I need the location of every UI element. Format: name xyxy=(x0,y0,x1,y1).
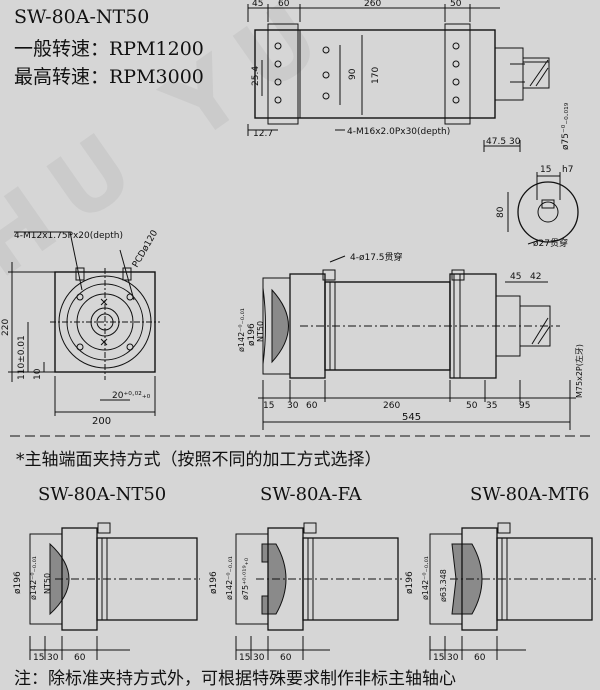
top-shaft-dia: ø75⁻⁰₋₀.₀₁₉ xyxy=(561,102,571,150)
mini3-d15: 15 xyxy=(433,653,444,663)
side-dim-45: 45 xyxy=(510,272,521,282)
top-dim-45: 45 xyxy=(252,0,263,9)
normal-speed: 一般转速：RPM1200 xyxy=(14,38,204,60)
top-dim-50: 50 xyxy=(450,0,462,9)
mini2-d30: 30 xyxy=(253,653,265,663)
end-dim-110: 110±0.01 xyxy=(17,335,27,380)
end-pcd: PCDø120 xyxy=(131,228,160,269)
end-dim-220: 220 xyxy=(1,319,11,336)
mini3-mt6: ø63.348 xyxy=(439,569,448,602)
mini1-d196: ø196 xyxy=(13,571,23,594)
top-dim-47-5: 47.5 xyxy=(486,137,506,147)
end-view: 4-M12x1.75Px20(depth) PCDø120 220 110±0.… xyxy=(1,228,160,427)
top-dim-170: 170 xyxy=(371,67,381,84)
key-dim-80: 80 xyxy=(496,206,506,218)
mini1-d15: 15 xyxy=(33,653,44,663)
top-dim-25-4: 25.4 xyxy=(251,66,261,86)
side-d50: 50 xyxy=(466,401,478,411)
top-dim-60: 60 xyxy=(278,0,290,9)
side-thread: M75x2P(左牙) xyxy=(574,344,584,398)
top-view: 45 60 260 50 90 170 25.4 xyxy=(247,0,571,152)
side-d15: 15 xyxy=(263,401,274,411)
mini3-d60: 60 xyxy=(474,653,486,663)
end-dim-10: 10 xyxy=(33,368,43,380)
end-dim-200: 200 xyxy=(92,416,111,427)
end-dim-20: 20⁺⁰·⁰²₊₀ xyxy=(112,391,151,401)
section-title: *主轴端面夹持方式（按照不同的加工方式选择） xyxy=(16,450,382,470)
footnote: 注：除标准夹持方式外，可根据特殊要求制作非标主轴轴心 xyxy=(14,669,456,689)
key-fit-h7: h7 xyxy=(562,165,573,175)
side-d260: 260 xyxy=(383,401,400,411)
mini1-d60: 60 xyxy=(74,653,86,663)
key-detail: 15 h7 80 ø27贯穿 xyxy=(496,165,579,249)
variant-fa-title: SW-80A-FA xyxy=(260,484,362,505)
side-dim-42: 42 xyxy=(530,272,541,282)
mini2-fa75: ø75⁺⁰·⁰¹⁹₊₀ xyxy=(241,558,250,600)
mini-fa: ø196 ø142⁻⁰₋₀.₀₁ ø75⁺⁰·⁰¹⁹₊₀ 15 30 60 xyxy=(209,522,402,663)
side-total: 545 xyxy=(402,412,421,423)
side-d30: 30 xyxy=(287,401,299,411)
mini2-d15: 15 xyxy=(239,653,250,663)
mini1-d30: 30 xyxy=(47,653,59,663)
model-title: SW-80A-NT50 xyxy=(14,6,150,28)
mini2-d196: ø196 xyxy=(209,571,219,594)
top-flange xyxy=(267,23,299,125)
side-dia-196: ø196 xyxy=(247,323,257,346)
mini3-d196: ø196 xyxy=(405,571,415,594)
mini3-d30: 30 xyxy=(447,653,459,663)
key-bore: ø27贯穿 xyxy=(533,237,568,249)
mini-nt50: ø196 ø142⁻⁰₋₀.₀₁ NT50 15 30 60 xyxy=(13,522,200,663)
end-thread-label: 4-M12x1.75Px20(depth) xyxy=(14,231,123,241)
key-dim-15: 15 xyxy=(540,165,551,175)
mini2-d142: ø142⁻⁰₋₀.₀₁ xyxy=(225,556,234,600)
top-rear-block xyxy=(444,23,471,125)
top-shaft xyxy=(522,57,550,89)
mini-mt6: ø196 ø142⁻⁰₋₀.₀₁ ø63.348 15 30 60 xyxy=(405,522,596,663)
mini3-d142: ø142⁻⁰₋₀.₀₁ xyxy=(421,556,430,600)
top-shaft-collar xyxy=(494,47,524,101)
top-thread-label: 4-M16x2.0Px30(depth) xyxy=(347,127,450,137)
side-nt50: NT50 xyxy=(256,321,265,342)
top-dim-90: 90 xyxy=(348,68,358,80)
max-speed: 最高转速：RPM3000 xyxy=(14,66,204,88)
side-d35: 35 xyxy=(486,401,497,411)
mini1-d142: ø142⁻⁰₋₀.₀₁ xyxy=(29,556,38,600)
top-dim-260: 260 xyxy=(364,0,381,9)
side-d60: 60 xyxy=(306,401,318,411)
top-dim-12-7: 12.7 xyxy=(253,129,273,139)
side-view: 4-ø17.5贯穿 ø196 ø142⁻⁰₋₀.₀₁ NT50 45 42 15… xyxy=(237,251,584,430)
top-dim-30: 30 xyxy=(509,137,521,147)
variant-mt6-title: SW-80A-MT6 xyxy=(470,484,590,505)
side-d95: 95 xyxy=(519,401,530,411)
variant-nt50-title: SW-80A-NT50 xyxy=(38,484,167,505)
side-holes: 4-ø17.5贯穿 xyxy=(350,251,403,263)
mini1-nt50: NT50 xyxy=(43,573,52,594)
side-dia-142: ø142⁻⁰₋₀.₀₁ xyxy=(237,308,246,352)
mini2-d60: 60 xyxy=(280,653,292,663)
